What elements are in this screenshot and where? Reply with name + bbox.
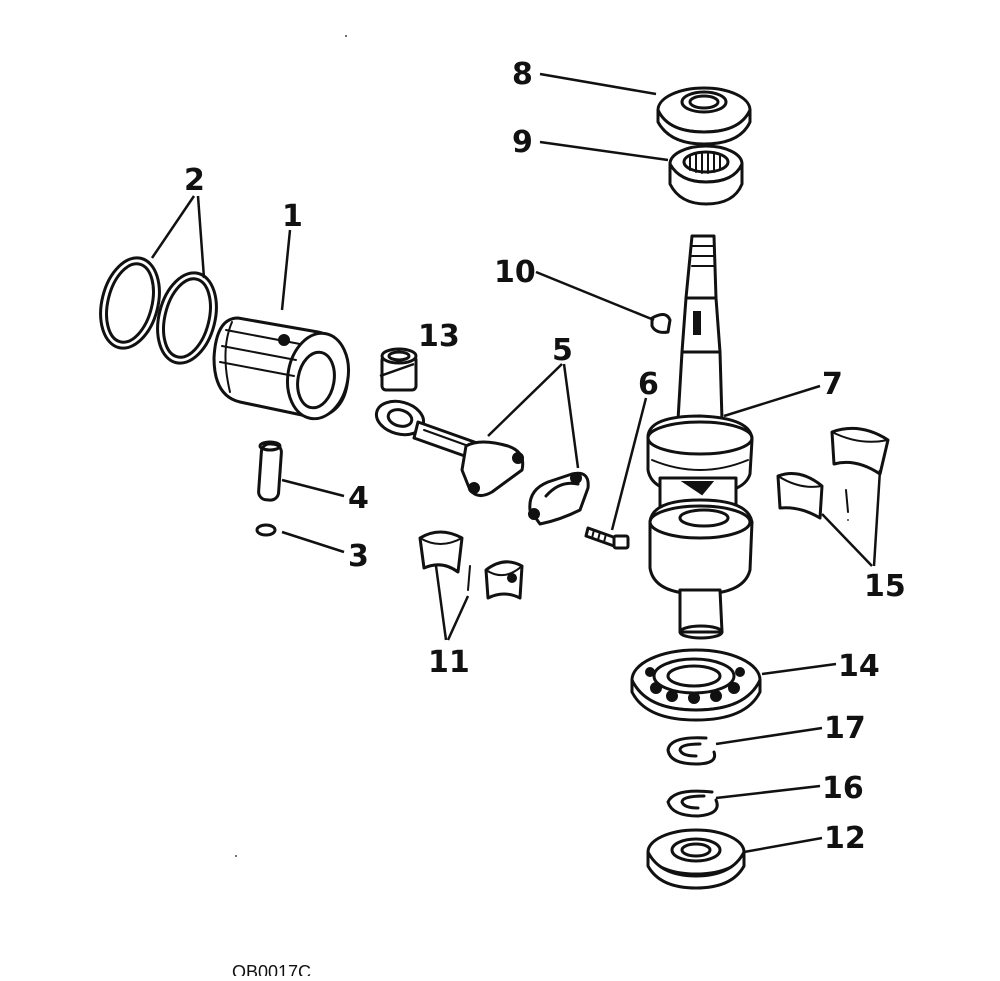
upper-bearing [668, 144, 744, 206]
callout-1: 1 [282, 199, 303, 234]
callout-8: 8 [512, 57, 533, 92]
wrist-pin [257, 440, 283, 502]
callout-13: 13 [418, 319, 460, 354]
leader-lines [150, 72, 882, 854]
scan-speck [345, 35, 347, 37]
scan-speck [847, 519, 849, 521]
upper-seal [656, 86, 752, 146]
pin-retainer [255, 523, 277, 537]
callout-3: 3 [348, 539, 369, 574]
ball-bearing [630, 648, 762, 722]
callout-16: 16 [822, 771, 864, 806]
callout-10: 10 [494, 255, 536, 290]
callout-7: 7 [822, 367, 843, 402]
retaining-ring-upper [666, 736, 717, 766]
main-bearing-halves [776, 426, 890, 520]
callout-14: 14 [838, 649, 880, 684]
rod-bearing-halves [418, 530, 524, 600]
callout-12: 12 [824, 821, 866, 856]
crankshaft [646, 234, 754, 640]
lower-seal [646, 828, 746, 890]
rod-cap [528, 471, 590, 526]
needle-bearing [380, 347, 418, 392]
rod-screw [584, 526, 630, 550]
piston [212, 316, 350, 421]
piston-rings [99, 256, 218, 365]
callout-11: 11 [428, 645, 470, 680]
callout-5: 5 [552, 333, 573, 368]
callout-4: 4 [348, 481, 369, 516]
callout-9: 9 [512, 125, 533, 160]
callout-6: 6 [638, 367, 659, 402]
woodruff-key [650, 313, 672, 334]
figure-code: OB0017C [232, 962, 311, 976]
scan-speck [235, 855, 237, 857]
callout-2: 2 [184, 163, 205, 198]
callout-15: 15 [864, 569, 906, 604]
callout-labels: 1 2 3 4 5 6 7 8 9 10 11 12 13 14 15 16 1… [184, 57, 906, 856]
callout-17: 17 [824, 711, 866, 746]
connecting-rod [374, 399, 525, 497]
retaining-ring-lower [666, 789, 719, 818]
